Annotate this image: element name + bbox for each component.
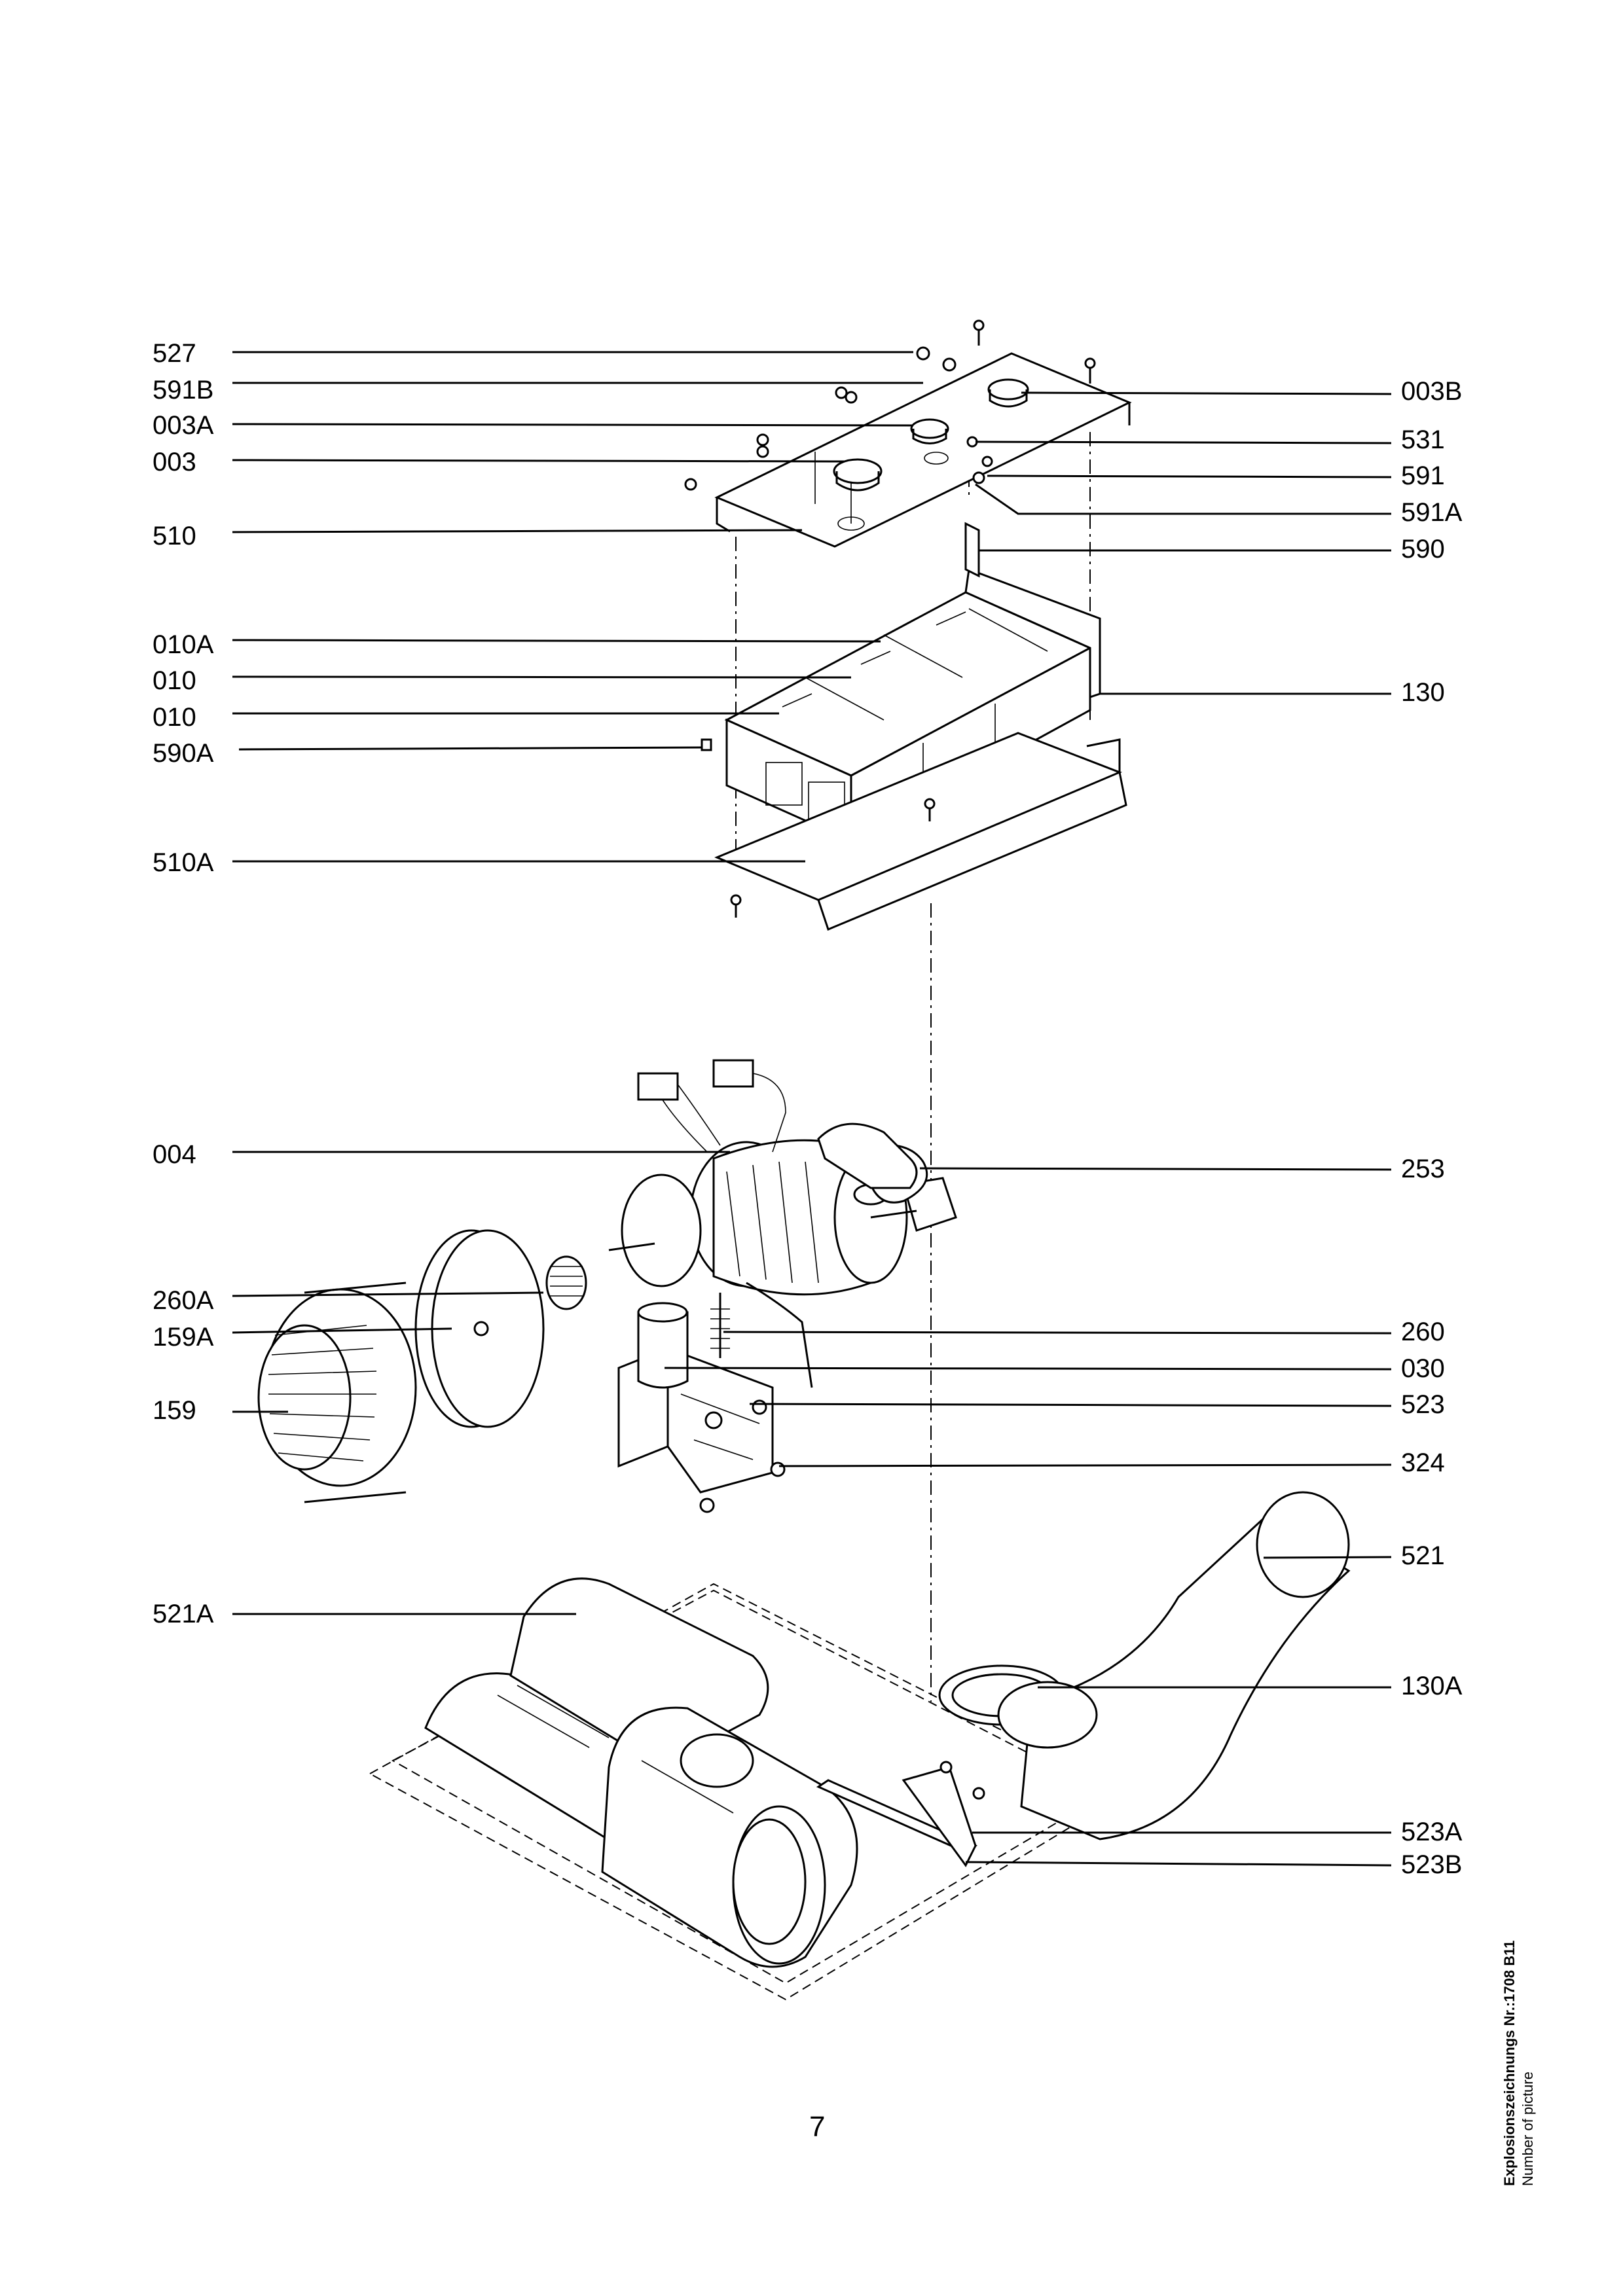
- air-duct-521A: [424, 1577, 858, 1968]
- label-591: 591: [1401, 461, 1445, 490]
- drawing-number-caption: Explosionszeichnungs Nr.:1708 B11 Number…: [1501, 1820, 1546, 2186]
- drawing-number: Explosionszeichnungs Nr.:1708 B11: [1501, 1940, 1518, 2186]
- label-003: 003: [153, 448, 196, 476]
- label-510A: 510A: [153, 848, 214, 877]
- motor-004: [608, 1059, 957, 1296]
- drawing-number-subtitle: Number of picture: [1520, 2072, 1536, 2186]
- label-130: 130: [1401, 678, 1445, 707]
- bottom-tray-510A: [714, 732, 1127, 931]
- bracket-523A-523B: [816, 1761, 985, 1867]
- hose-521: [1020, 1491, 1351, 1840]
- label-260A: 260A: [153, 1286, 214, 1315]
- label-003B: 003B: [1401, 377, 1463, 406]
- label-010: 010: [153, 703, 196, 732]
- label-159A: 159A: [153, 1323, 214, 1352]
- label-010A: 010A: [153, 630, 214, 659]
- label-527: 527: [153, 339, 196, 368]
- tensioner-spring-260: [710, 1282, 813, 1388]
- seal-ring-130A: [938, 1664, 1098, 1749]
- thermostat-003A: [910, 418, 949, 444]
- clip-590A: [701, 738, 712, 751]
- label-324: 324: [1401, 1448, 1445, 1477]
- label-523B: 523B: [1401, 1850, 1463, 1879]
- label-531: 531: [1401, 425, 1445, 454]
- leader-lines: [232, 351, 1392, 1867]
- fan-backplate-159A: [414, 1229, 545, 1428]
- label-003A: 003A: [153, 411, 214, 440]
- spring-260A: [545, 1255, 587, 1310]
- label-521: 521: [1401, 1541, 1445, 1570]
- label-253: 253: [1401, 1155, 1445, 1183]
- label-159: 159: [153, 1396, 196, 1425]
- thermostat-003: [833, 458, 883, 492]
- screws-top: [684, 319, 1096, 491]
- insulation-plate-130: [964, 567, 1101, 699]
- page-number: 7: [809, 2111, 826, 2143]
- drive-belt-253: [817, 1122, 928, 1206]
- label-523: 523: [1401, 1390, 1445, 1419]
- label-590A: 590A: [153, 739, 214, 768]
- capacitor-030: [637, 1302, 689, 1389]
- label-030: 030: [1401, 1354, 1445, 1383]
- label-591B: 591B: [153, 376, 214, 404]
- label-590: 590: [1401, 535, 1445, 564]
- label-591A: 591A: [1401, 498, 1463, 527]
- label-521A: 521A: [153, 1600, 214, 1628]
- label-510: 510: [153, 522, 196, 550]
- screws-bracket: [699, 1462, 786, 1513]
- label-130A: 130A: [1401, 1672, 1463, 1700]
- thermostat-003B: [987, 378, 1029, 408]
- label-260: 260: [1401, 1318, 1445, 1346]
- label-004: 004: [153, 1140, 196, 1169]
- label-523A: 523A: [1401, 1818, 1463, 1846]
- bracket-590: [964, 522, 980, 578]
- label-010: 010: [153, 666, 196, 695]
- fan-wheel-159: [257, 1282, 417, 1503]
